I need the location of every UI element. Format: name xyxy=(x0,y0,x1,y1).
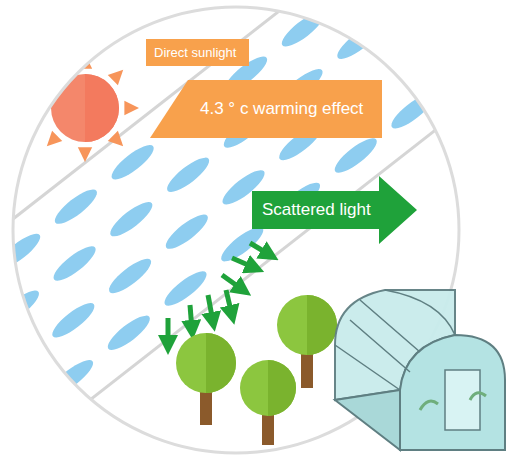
circle-border xyxy=(13,7,459,453)
node-label: 4.3 ° c warming effect xyxy=(200,99,363,119)
greenhouse-symbol xyxy=(335,290,505,450)
scatter-arrows xyxy=(168,243,270,345)
node-label: Direct sunlight xyxy=(154,45,236,60)
node-fill xyxy=(252,176,417,244)
node-fill xyxy=(146,39,249,66)
node-fill xyxy=(150,80,382,138)
trees xyxy=(176,295,337,445)
node-label: Scattered light xyxy=(262,200,371,220)
sun-symbol xyxy=(31,54,139,162)
banner-box: Direct sunlight xyxy=(146,39,249,66)
warming-band: 4.3 ° c warming effect xyxy=(150,80,382,138)
scatter-arrow: Scattered light xyxy=(252,176,417,244)
